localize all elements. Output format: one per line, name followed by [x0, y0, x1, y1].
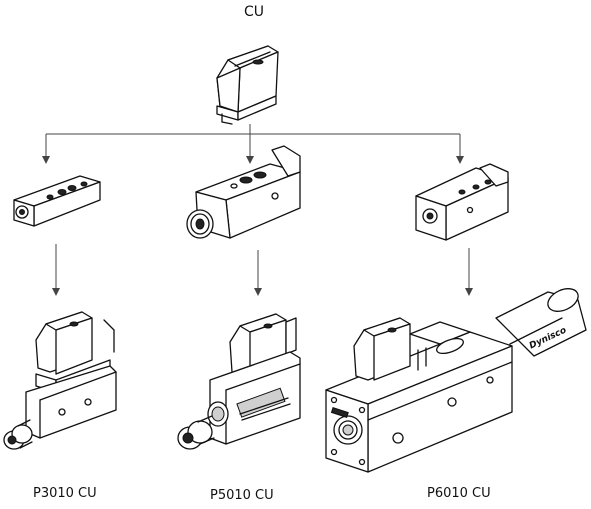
base-block-p3010	[13, 175, 101, 227]
base-block-p6010	[415, 163, 509, 241]
control-unit-label: CU	[244, 4, 265, 20]
assembly-p3010-cu	[3, 311, 117, 450]
assembly-p5010-cu	[177, 313, 301, 450]
product-label-p6010: P6010 CU	[427, 486, 491, 501]
base-block-p5010	[186, 145, 301, 239]
product-label-p5010: P5010 CU	[210, 488, 274, 503]
control-unit-top	[216, 45, 279, 125]
downward-arrows	[52, 244, 473, 296]
assembly-p6010-cu: Dynisco	[325, 288, 587, 473]
connector-tree	[42, 124, 464, 164]
product-label-p3010: P3010 CU	[33, 486, 97, 501]
